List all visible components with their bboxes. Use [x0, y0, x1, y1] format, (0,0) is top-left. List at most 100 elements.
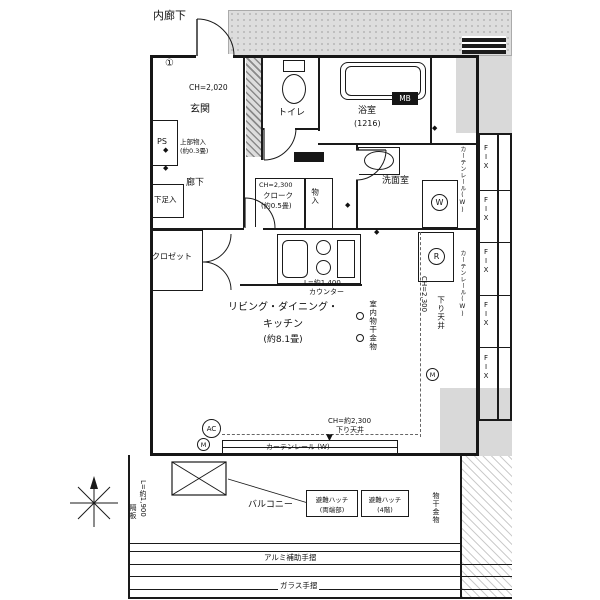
- stove-burner: [316, 260, 331, 275]
- label-glass-rail: ガラス手摺: [278, 581, 320, 591]
- ps-shaft: [150, 120, 178, 166]
- label-curtain-rail-v1: カーテンレール(W): [458, 146, 466, 214]
- label-inner-corridor: 内廊下: [153, 9, 186, 22]
- meter-symbol: M: [197, 438, 210, 451]
- balcony-rail-line: [128, 543, 461, 545]
- label-ps: PS: [157, 137, 167, 146]
- fix-window-label: FIX: [482, 354, 491, 381]
- kitchen-worktop: [337, 240, 355, 278]
- fix-strip-tick: [478, 347, 512, 348]
- door-opening: [355, 150, 359, 180]
- wall: [318, 143, 478, 145]
- label-ldk-size: (約8.1畳): [263, 335, 303, 345]
- dropped-ceiling-line: [420, 232, 421, 437]
- label-storage: 物入: [310, 188, 320, 205]
- refrigerator-space: [418, 232, 454, 282]
- stove-burner: [316, 240, 331, 255]
- dropped-ceiling-line: [222, 434, 418, 435]
- label-shoe-box: 下足入: [154, 195, 177, 204]
- escape-hatch-note-1: 避難ハッチ (両端部): [306, 490, 358, 517]
- fix-strip-line: [497, 133, 499, 421]
- label-counter-length: L=約1,400: [304, 279, 341, 287]
- cloak-storage-divider: [304, 178, 306, 230]
- door-opening: [244, 227, 263, 231]
- meter-label: M: [429, 370, 436, 379]
- vanity-bowl: [364, 151, 394, 170]
- ldk-title-block: リビング・ダイニング・ キッチン (約8.1畳): [208, 302, 358, 345]
- fix-window-label: FIX: [482, 144, 491, 171]
- circled-one-icon: ①: [165, 58, 174, 69]
- label-ch-ldk: CH=2,300: [420, 276, 429, 313]
- wall: [261, 55, 263, 160]
- duct-marker: [294, 152, 324, 162]
- label-bath-size: (1216): [354, 119, 381, 128]
- north-compass-icon: [70, 476, 118, 527]
- ac-label: AC: [206, 424, 217, 433]
- closet-box: [150, 230, 203, 291]
- balcony-rail-line: [128, 589, 512, 591]
- door-opening: [196, 54, 233, 59]
- common-corridor-slab: [228, 10, 512, 56]
- meter-box-fixture: [462, 36, 506, 54]
- label-cloak-size: (約0.5畳): [261, 202, 292, 210]
- label-dropped-ceiling-h: 下り天井: [336, 426, 364, 434]
- fridge-label: R: [433, 252, 440, 261]
- label-corridor: 廊下: [186, 178, 205, 188]
- meter-symbol: M: [426, 368, 439, 381]
- label-laundry-fitting: 室内物干金物: [368, 300, 378, 351]
- label-ldk-line2: キッチン: [263, 318, 303, 330]
- label-genkan: 玄関: [190, 104, 210, 115]
- fix-strip-tick: [478, 190, 512, 191]
- laundry-ring-symbol: [356, 334, 364, 342]
- kitchen-counter: [277, 234, 361, 284]
- triangle-down-icon: ▼: [326, 433, 333, 443]
- balcony-rail-line: [128, 576, 512, 577]
- balcony-right-wall: [460, 455, 462, 598]
- label-dropped-ceiling-v: 下り天井: [436, 296, 446, 330]
- escape-hatch-note-1-line1: 避難ハッチ: [315, 495, 349, 504]
- unit-outline: [150, 55, 479, 456]
- label-balcony-depth: L=約1,900: [139, 480, 148, 517]
- fix-strip-tick: [478, 295, 512, 296]
- meter-label: M: [200, 440, 207, 449]
- fridge-symbol: R: [428, 248, 445, 265]
- label-ch-entrance: CH=2,020: [189, 83, 228, 92]
- balcony-rail-line: [128, 564, 512, 565]
- balcony-window-mullion: [222, 447, 398, 448]
- label-ch-ldk2: CH=約2,300: [328, 417, 372, 425]
- fix-strip-line: [510, 133, 512, 421]
- kitchen-sink: [282, 240, 308, 278]
- fix-strip-tick: [478, 242, 512, 243]
- balcony-rail-line: [128, 597, 512, 599]
- label-ldk-line1: リビング・ダイニング・: [228, 302, 338, 313]
- mb-tag: MB: [392, 92, 418, 105]
- escape-hatch-note-2-line2: (4階): [377, 505, 393, 514]
- label-aluminium-rail: アルミ補助手摺: [262, 553, 319, 563]
- balcony-corner-hatch: [462, 456, 512, 597]
- fix-strip-line: [478, 133, 480, 421]
- fix-window-label: FIX: [482, 301, 491, 328]
- label-upper-storage: 上部物入: [180, 138, 206, 146]
- wall: [318, 55, 320, 131]
- diamond-icon: ◆: [163, 146, 169, 154]
- label-curtain-rail: カーテンレール (W): [266, 443, 330, 451]
- balcony-window: [222, 440, 398, 456]
- mb-label: MB: [399, 94, 411, 103]
- label-counter: カウンター: [309, 288, 344, 296]
- label-washroom: 洗面室: [382, 176, 410, 186]
- wall: [430, 55, 432, 145]
- label-partition-board: 隔板: [129, 504, 138, 520]
- fix-window-label: FIX: [482, 196, 491, 223]
- washing-machine-pan: [422, 180, 458, 228]
- balcony-rail-line: [128, 551, 461, 553]
- washer-symbol: W: [431, 194, 448, 211]
- diamond-icon: ◆: [345, 201, 351, 209]
- wall: [356, 145, 358, 230]
- escape-hatch-note-1-line2: (両端部): [319, 505, 345, 514]
- label-bath: 浴室: [358, 106, 377, 116]
- label-balcony: バルコニー: [248, 500, 293, 510]
- fix-strip-tick: [478, 133, 512, 135]
- label-toilet: トイレ: [278, 108, 306, 118]
- door-opening: [264, 127, 295, 131]
